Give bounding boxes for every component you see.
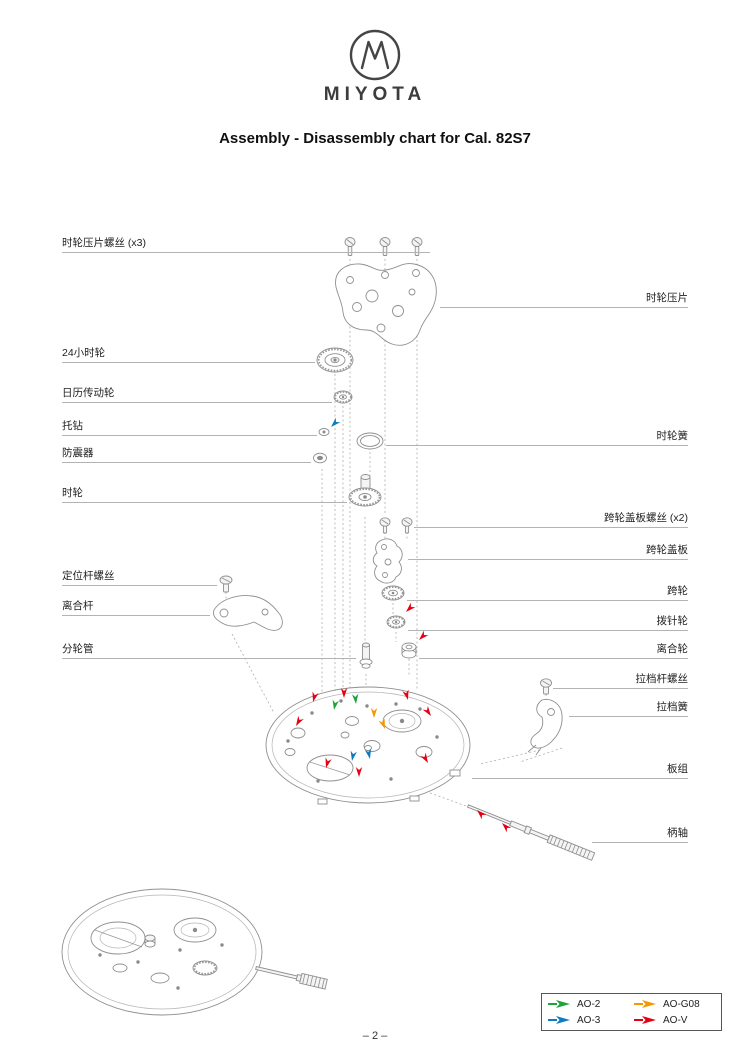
part-positioning-lever-screw xyxy=(219,575,233,593)
part-hour-wheel xyxy=(348,474,382,507)
label-minute-wheel: 跨轮 xyxy=(407,585,688,601)
oil-legend: AO-2 AO-G08 AO-3 AO-V xyxy=(541,993,722,1031)
label-hour-wheel-plate: 时轮压片 xyxy=(440,292,688,308)
blue-arrow-icon xyxy=(548,1016,570,1024)
part-clutch-lever xyxy=(213,595,283,631)
label-setting-lever-spring: 拉档簧 xyxy=(569,701,688,717)
legend-item-ao3: AO-3 xyxy=(546,1015,632,1026)
part-cover-plate-screws xyxy=(379,517,413,534)
part-cannon-pinion xyxy=(359,642,373,669)
part-setting-wheel xyxy=(386,615,406,629)
part-setting-lever-spring xyxy=(527,699,563,756)
label-winding-stem: 柄轴 xyxy=(592,827,688,843)
part-setting-lever-screw xyxy=(540,678,552,695)
part-main-plate xyxy=(265,686,471,805)
legend-label: AO-2 xyxy=(577,998,601,1010)
legend-item-ao2: AO-2 xyxy=(546,999,632,1010)
label-hour-wheel-plate-screws: 时轮压片螺丝 (x3) xyxy=(62,237,430,253)
label-hour-wheel-spring: 时轮簧 xyxy=(386,430,688,446)
part-hour-wheel-plate xyxy=(335,263,437,346)
legend-item-aov: AO-V xyxy=(632,1015,717,1026)
label-positioning-lever-screw: 定位杆螺丝 xyxy=(62,570,217,586)
label-minute-train-cover: 跨轮盖板 xyxy=(408,544,688,560)
part-winding-stem xyxy=(466,804,596,861)
page-title: Assembly - Disassembly chart for Cal. 82… xyxy=(219,130,531,147)
label-clutch-lever: 离合杆 xyxy=(62,600,210,616)
assembled-movement xyxy=(61,888,328,1016)
part-24-hour-wheel xyxy=(316,347,354,373)
miyota-logo xyxy=(349,29,401,81)
part-minute-wheel xyxy=(381,585,405,601)
label-cannon-pinion: 分轮管 xyxy=(62,643,356,659)
part-clutch-wheel xyxy=(401,642,417,659)
legend-label: AO-V xyxy=(663,1014,688,1026)
label-setting-lever-screw: 拉档杆螺丝 xyxy=(553,673,688,689)
part-minute-train-cover xyxy=(372,538,403,584)
label-hour-wheel: 时轮 xyxy=(62,487,347,503)
label-calendar-driving-wheel: 日历传动轮 xyxy=(62,387,332,403)
part-shock-absorber xyxy=(313,452,327,464)
part-calendar-driving-wheel xyxy=(333,390,353,404)
label-clutch-wheel: 离合轮 xyxy=(419,643,688,659)
red-arrow-icon xyxy=(634,1016,656,1024)
part-hour-wheel-spring xyxy=(356,432,384,450)
brand-text: MIYOTA xyxy=(323,84,427,105)
page-number: – 2 – xyxy=(362,1030,388,1042)
legend-label: AO-G08 xyxy=(663,998,700,1010)
label-shock-absorber: 防震器 xyxy=(62,447,311,463)
part-cap-jewel xyxy=(318,428,330,436)
label-main-plate: 板组 xyxy=(472,763,688,779)
label-cap-jewel: 托钻 xyxy=(62,420,317,436)
orange-arrow-icon xyxy=(634,1000,656,1008)
legend-label: AO-3 xyxy=(577,1014,601,1026)
label-cover-plate-screws: 跨轮盖板螺丝 (x2) xyxy=(414,512,688,528)
green-arrow-icon xyxy=(548,1000,570,1008)
legend-item-aog08: AO-G08 xyxy=(632,999,717,1010)
label-setting-wheel: 拨针轮 xyxy=(408,615,688,631)
label-24-hour-wheel: 24小时轮 xyxy=(62,347,315,363)
part-hour-wheel-plate-screws xyxy=(344,237,423,256)
